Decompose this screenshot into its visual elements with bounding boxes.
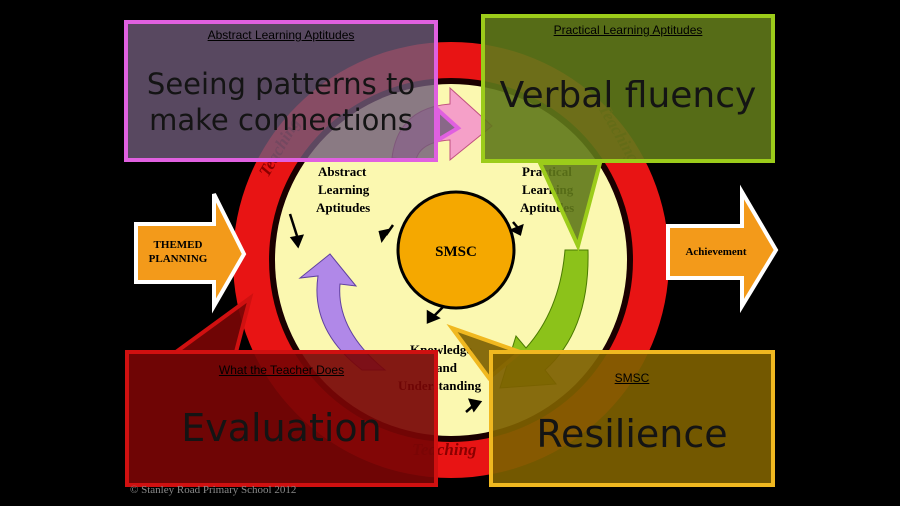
- abstract-callout-heading: Abstract Learning Aptitudes: [207, 28, 355, 42]
- practical-callout-text: Verbal fluency: [499, 75, 757, 116]
- themed-planning-label-line-2: PLANNING: [149, 253, 208, 265]
- abstract-label-line-2: Learning: [318, 182, 370, 197]
- copyright-notice: © Stanley Road Primary School 2012: [130, 484, 297, 496]
- smsc-callout: SMSC Resilience: [489, 350, 775, 487]
- knowledge-label-line-2: and: [436, 360, 458, 375]
- smsc-callout-text: Resilience: [536, 412, 728, 456]
- abstract-label-line-3: Aptitudes: [316, 200, 370, 215]
- small-arrows: [288, 213, 524, 413]
- abstract-learning-callout: Abstract Learning Aptitudes Seeing patte…: [124, 20, 438, 162]
- teacher-callout-heading: What the Teacher Does: [218, 363, 345, 377]
- abstract-label-line-1: Abstract: [318, 164, 367, 179]
- achievement-label: Achievement: [685, 246, 746, 258]
- center-smsc-circle: [396, 190, 516, 310]
- abstract-callout-pointer: [436, 105, 462, 144]
- abstract-callout-text: Seeing patterns to make connections: [128, 66, 434, 138]
- abstract-callout-text-line-2: make connections: [149, 103, 413, 137]
- center-label: SMSC: [435, 244, 477, 260]
- achievement-arrow: [666, 184, 779, 314]
- themed-planning-label-line-1: THEMED: [154, 239, 203, 251]
- themed-planning-arrow: [134, 193, 247, 314]
- practical-callout-pointer: [536, 161, 603, 252]
- purple-cycle-arrow: [298, 253, 387, 371]
- smsc-callout-heading: SMSC: [614, 371, 650, 385]
- teacher-callout-text: Evaluation: [181, 406, 382, 450]
- practical-callout-heading: Practical Learning Aptitudes: [553, 23, 703, 37]
- teacher-callout: What the Teacher Does Evaluation: [125, 350, 438, 487]
- practical-learning-callout: Practical Learning Aptitudes Verbal flue…: [481, 14, 775, 163]
- abstract-callout-text-line-1: Seeing patterns to: [146, 67, 416, 101]
